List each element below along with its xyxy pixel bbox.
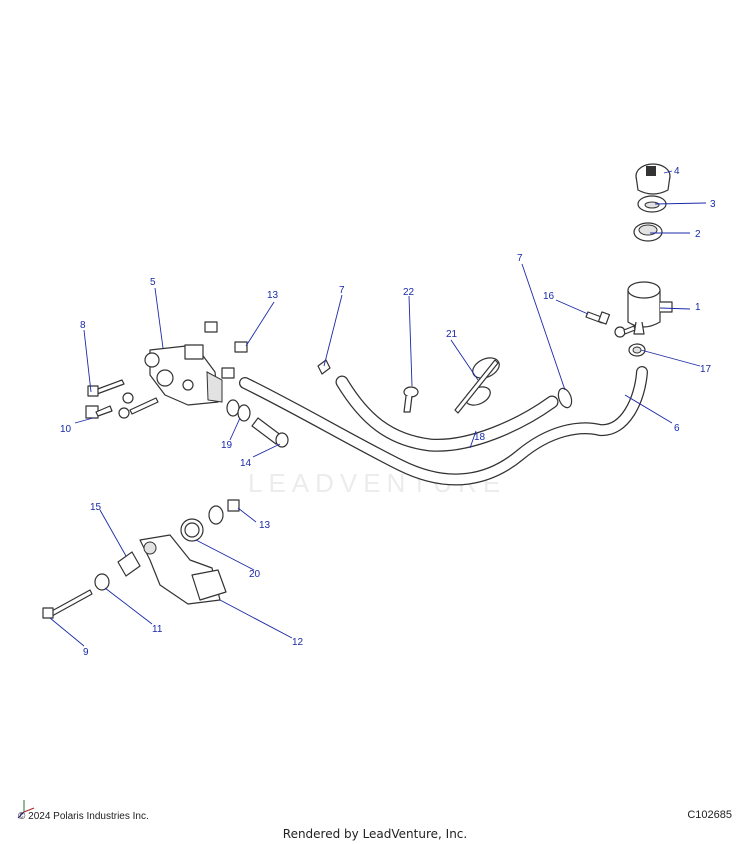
callout-7b: 7 — [517, 253, 523, 264]
callout-8: 8 — [80, 320, 86, 331]
leader-lines — [49, 170, 707, 647]
nuts-13-upper — [204, 321, 248, 379]
callout-3: 3 — [710, 199, 716, 210]
callout-7a: 7 — [339, 285, 345, 296]
callout-9: 9 — [83, 647, 89, 658]
rendered-by-text: Rendered by LeadVenture, Inc. — [282, 827, 468, 841]
callout-10: 10 — [60, 424, 72, 435]
master-cylinder — [144, 344, 223, 406]
spring-20 — [180, 518, 204, 542]
diaphragm — [637, 195, 667, 213]
callout-4: 4 — [674, 166, 680, 177]
callout-12: 12 — [292, 637, 304, 648]
clamp-7b — [557, 387, 573, 409]
screw — [614, 325, 636, 338]
callout-17: 17 — [700, 364, 712, 375]
diagram-code: C102685 — [687, 809, 732, 821]
bushing-15 — [117, 551, 141, 577]
callout-14: 14 — [240, 458, 252, 469]
fitting-14 — [251, 417, 289, 448]
callout-11: 11 — [152, 624, 163, 635]
callout-13a: 13 — [267, 290, 279, 301]
callout-13b: 13 — [259, 520, 271, 531]
callout-2: 2 — [695, 229, 701, 240]
bolts-left — [85, 379, 159, 419]
nuts-13-lower — [208, 499, 240, 525]
callout-15: 15 — [90, 502, 102, 513]
callout-20: 20 — [249, 569, 261, 580]
copyright-text: © 2024 Polaris Industries Inc. — [18, 811, 149, 822]
washers-19 — [226, 399, 251, 422]
bolt-9 — [42, 589, 93, 619]
callout-19: 19 — [221, 440, 233, 451]
clip-7a — [317, 359, 331, 375]
reservoir — [627, 281, 673, 335]
callout-21: 21 — [446, 329, 458, 340]
callout-6: 6 — [674, 423, 680, 434]
washer-11 — [94, 573, 110, 591]
reservoir-cap — [635, 163, 671, 195]
seal — [633, 222, 663, 242]
callout-5: 5 — [150, 277, 156, 288]
clamp-17 — [628, 343, 646, 357]
callout-1: 1 — [695, 302, 701, 313]
callout-22: 22 — [403, 287, 415, 298]
cable-tie-21 — [454, 357, 500, 414]
clip-22 — [403, 386, 419, 413]
callout-labels: 1 2 3 4 5 6 7 7 8 9 10 11 12 13 13 14 15… — [60, 166, 716, 658]
hose-6 — [239, 366, 648, 486]
bolt-16 — [585, 311, 611, 325]
callout-16: 16 — [543, 291, 555, 302]
axis-glyph — [17, 800, 35, 819]
pedal-bracket — [139, 534, 227, 605]
callout-18: 18 — [474, 432, 486, 443]
hose-18 — [335, 375, 559, 452]
